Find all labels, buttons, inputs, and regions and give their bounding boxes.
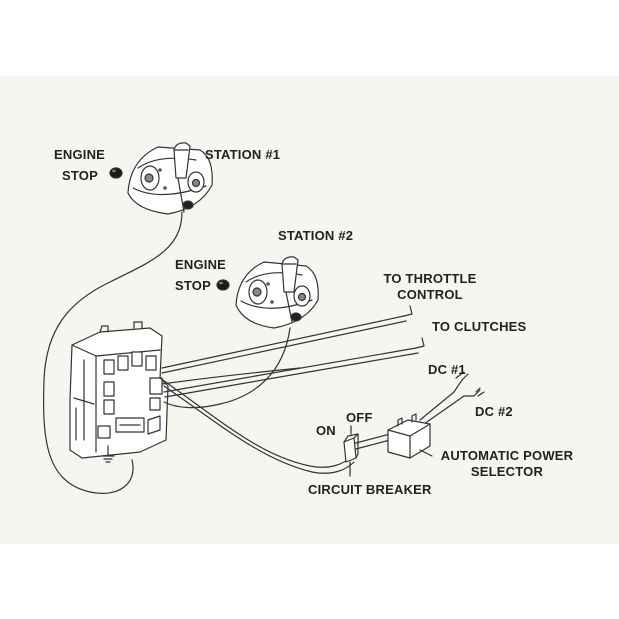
station-1-control-head	[127, 142, 213, 215]
circuit-breaker-label: CIRCUIT BREAKER	[308, 482, 432, 497]
station-2-label: STATION #2	[278, 228, 354, 243]
engine-stop-2-knob	[216, 279, 230, 291]
dc1-label: DC #1	[428, 362, 466, 377]
cable-station-1	[43, 211, 183, 494]
throttle-cable	[161, 305, 413, 374]
automatic-power-selector-box	[387, 413, 433, 459]
engine-stop-1-knob	[109, 167, 123, 179]
ground-symbol	[101, 445, 115, 463]
engine-stop-2-label-line1: ENGINE	[175, 257, 227, 272]
automatic-power-selector-label-line2: SELECTOR	[470, 464, 544, 479]
on-label: ON	[316, 423, 336, 438]
clutch-cable	[161, 337, 425, 398]
power-harness	[159, 371, 485, 474]
automatic-power-selector-label-line1: AUTOMATIC POWER	[440, 448, 574, 463]
dc2-label: DC #2	[475, 404, 513, 419]
engine-stop-1-label-line2: STOP	[62, 168, 98, 183]
engine-stop-1-label-line1: ENGINE	[54, 147, 106, 162]
to-throttle-label-line1: TO THROTTLE	[383, 271, 477, 286]
cable-station-2	[163, 327, 291, 409]
circuit-breaker	[343, 425, 359, 477]
processor-unit	[69, 321, 169, 459]
engine-stop-2-label-line2: STOP	[175, 278, 211, 293]
station-2-control-head	[235, 256, 319, 329]
off-label: OFF	[346, 410, 373, 425]
to-clutches-label: TO CLUTCHES	[432, 319, 527, 334]
to-throttle-label-line2: CONTROL	[397, 287, 463, 302]
station-1-label: STATION #1	[205, 147, 281, 162]
